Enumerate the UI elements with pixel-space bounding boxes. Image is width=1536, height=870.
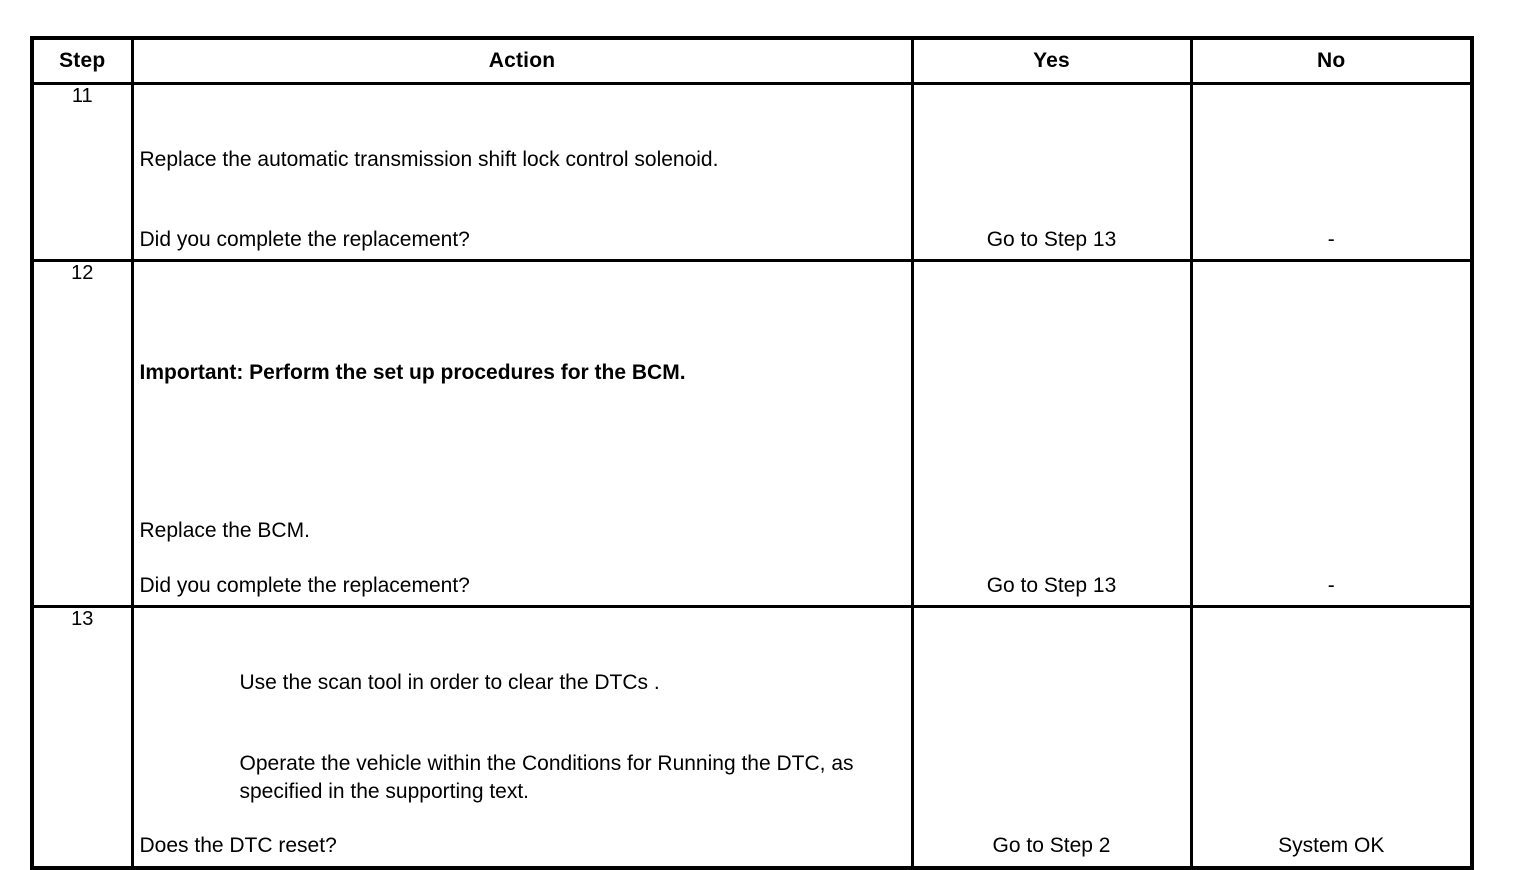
table-row: 12 Important: Perform the set up procedu… [30, 259, 1474, 608]
step-number-cell: 12 [30, 259, 134, 608]
action-cell: Use the scan tool in order to clear the … [130, 604, 914, 870]
column-header-step: Step [30, 36, 134, 85]
yes-answer-cell: Go to Step 2 [910, 604, 1193, 870]
column-header-yes: Yes [910, 36, 1193, 85]
yes-answer-text: Go to Step 2 [992, 834, 1111, 858]
action-question: Does the DTC reset? [139, 834, 337, 858]
action-line: Use the scan tool in order to clear the … [239, 670, 660, 694]
action-content: Use the scan tool in order to clear the … [134, 608, 911, 866]
yes-answer-text: Go to Step 13 [986, 573, 1117, 597]
action-question: Did you complete the replacement? [139, 227, 470, 251]
action-text-block: Use the scan tool in order to clear the … [140, 614, 903, 860]
no-answer-text: - [1327, 227, 1335, 251]
no-answer-cell: - [1189, 259, 1474, 608]
column-header-action: Action [130, 36, 914, 85]
page-canvas: Step Action Yes No 11 Replace the automa… [30, 36, 1474, 870]
action-cell: Important: Perform the set up procedures… [130, 259, 914, 608]
yes-answer-text: Go to Step 13 [986, 227, 1117, 251]
column-header-no: No [1189, 36, 1474, 85]
table-row: 13 Use the scan tool in order to clear t… [30, 604, 1474, 870]
action-line: Replace the BCM. [139, 519, 310, 543]
spacer [140, 268, 903, 304]
table-header-row: Step Action Yes No [30, 36, 1474, 85]
action-text-block: Replace the automatic transmission shift… [140, 91, 903, 227]
table-row: 11 Replace the automatic transmission sh… [30, 82, 1474, 262]
step-number-cell: 13 [30, 604, 134, 870]
action-content: Replace the automatic transmission shift… [134, 85, 911, 259]
action-cell: Replace the automatic transmission shift… [130, 82, 914, 262]
action-line: Replace the automatic transmission shift… [139, 147, 719, 171]
spacer [140, 440, 903, 462]
yes-answer-cell: Go to Step 13 [910, 259, 1193, 608]
diagnostic-procedure-table: Step Action Yes No 11 Replace the automa… [30, 36, 1474, 870]
no-answer-cell: System OK [1189, 604, 1474, 870]
no-answer-text: - [1327, 573, 1335, 597]
action-text-block: Important: Perform the set up procedures… [140, 304, 903, 599]
action-line: Operate the vehicle within the Condition… [239, 752, 860, 803]
yes-answer-cell: Go to Step 13 [910, 82, 1193, 262]
action-question: Did you complete the replacement? [139, 573, 470, 597]
step-number-cell: 11 [30, 82, 134, 262]
action-content: Important: Perform the set up procedures… [134, 262, 911, 605]
action-line-important: Important: Perform the set up procedures… [139, 360, 686, 384]
no-answer-text: System OK [1278, 834, 1385, 858]
no-answer-cell: - [1189, 82, 1474, 262]
